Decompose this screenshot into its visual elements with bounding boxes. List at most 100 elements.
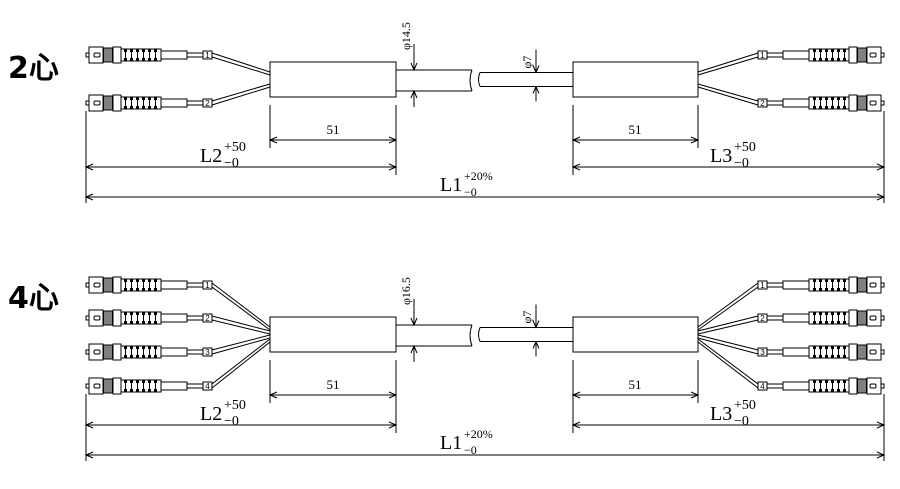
arrowhead [876,451,886,459]
fiber-line [211,341,271,389]
fiber-line [211,315,271,332]
arrowhead [388,136,398,144]
sc-connector [757,343,885,361]
box-length-right: 51 [629,377,642,392]
fiber-line [697,334,759,351]
core-number: 4 [760,382,765,391]
core-number-tag [202,313,213,323]
core-number-tag [202,98,213,108]
diagram-title: 2心 [8,51,59,86]
fiber-line [211,83,271,102]
core-number-tag [202,280,213,290]
fiber-line [211,337,271,355]
sheath-diameter: φ14.5 [399,22,413,50]
breakout-box-right [572,316,699,353]
fiber-line [697,337,759,355]
sheath-diameter: φ16.5 [399,277,413,305]
arrowhead [388,391,398,399]
core-number-tag [202,50,213,60]
l1-tolerance-plus: +20% [464,427,493,441]
box-length-left: 51 [327,377,340,392]
sc-connector [85,46,213,64]
l1-tolerance-minus: −0 [464,185,477,199]
fiber-line [211,282,271,328]
sheath-cable [396,69,472,92]
l2-tolerance-minus: −0 [224,414,239,429]
core-number: 4 [205,382,210,391]
core-number-tag [202,347,213,357]
l2-label: L2 [200,145,222,167]
sc-connector [757,309,885,327]
break-mark [469,69,481,92]
core-number: 1 [205,51,210,60]
arrowhead [268,136,278,144]
main-cable [480,72,573,87]
core-number-tag [757,381,768,391]
arrowhead [571,163,581,171]
sc-connector [757,94,885,112]
sheath-cable [396,324,472,347]
arrowhead [690,136,700,144]
arrowhead [876,193,886,201]
fiber-line [697,315,759,332]
l3-label: L3 [710,145,732,167]
fiber-line [697,83,759,102]
fiber-line [211,334,271,351]
core-number: 1 [205,281,210,290]
sc-connector [85,377,213,395]
l3-label: L3 [710,403,732,425]
fiber-line [211,338,271,385]
cable-diameter: φ7 [520,56,534,69]
fiber-line [697,86,759,106]
fiber-line [211,319,271,335]
arrowhead [84,193,94,201]
core-number: 2 [205,314,210,323]
arrowhead [571,421,581,429]
arrowhead [84,451,94,459]
sc-connector [757,46,885,64]
core-number: 2 [205,99,210,108]
core-number-tag [757,50,768,60]
core-number: 1 [760,281,765,290]
fiber-line [697,338,759,385]
l3-tolerance-minus: −0 [734,414,749,429]
core-number: 3 [205,348,210,357]
core-number: 1 [760,51,765,60]
fiber-line [697,282,759,328]
arrowhead [388,163,398,171]
l1-tolerance-plus: +20% [464,169,493,183]
fiber-line [697,286,759,331]
arrowhead [268,391,278,399]
breakout-box-left [269,61,397,98]
fiber-line [697,52,759,73]
fiber-line [697,319,759,335]
sc-connector [757,377,885,395]
box-length-left: 51 [327,122,340,137]
sc-connector [85,343,213,361]
l1-tolerance-minus: −0 [464,443,477,457]
arrowhead [388,421,398,429]
box-length-right: 51 [629,122,642,137]
core-number-tag [202,381,213,391]
l2-tolerance-minus: −0 [224,156,239,171]
break-mark [469,324,481,347]
arrowhead [571,136,581,144]
arrowhead [571,391,581,399]
fiber-line [211,56,271,76]
core-number-tag [757,313,768,323]
sc-connector [85,309,213,327]
fiber-line [211,86,271,106]
fiber-line [211,286,271,331]
l2-tolerance-plus: +50 [224,398,246,413]
l3-tolerance-plus: +50 [734,398,756,413]
core-number: 2 [760,314,765,323]
l2-label: L2 [200,403,222,425]
l1-label: L1 [440,174,462,196]
l2-tolerance-plus: +50 [224,140,246,155]
sc-connector [85,94,213,112]
arrowhead [690,391,700,399]
arrowhead [876,163,886,171]
core-number: 2 [760,99,765,108]
